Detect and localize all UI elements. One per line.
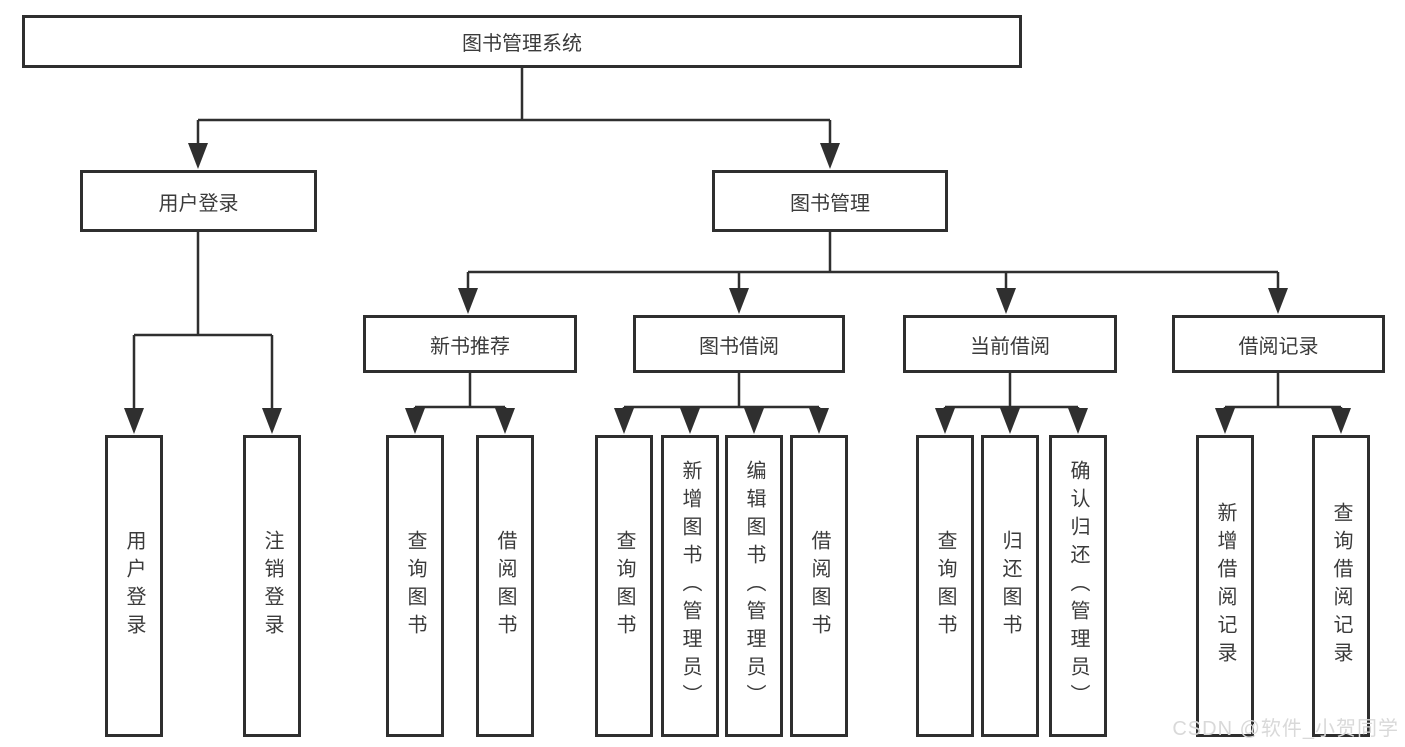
node-new-book-recommend: 新书推荐 — [363, 315, 577, 373]
leaf-user-login: 用户登录 — [105, 435, 163, 737]
leaf-edit-book-admin: 编辑图书（管理员） — [725, 435, 783, 737]
leaf-add-borrow-record: 新增借阅记录 — [1196, 435, 1254, 737]
leaf-query-books-borrowing: 查询图书 — [595, 435, 653, 737]
leaf-logout-login: 注销登录 — [243, 435, 301, 737]
node-user-login: 用户登录 — [80, 170, 317, 232]
leaf-query-books-current: 查询图书 — [916, 435, 974, 737]
leaf-add-book-admin: 新增图书（管理员） — [661, 435, 719, 737]
leaf-query-books-recommend: 查询图书 — [386, 435, 444, 737]
leaf-confirm-return-admin: 确认归还（管理员） — [1049, 435, 1107, 737]
node-library-system: 图书管理系统 — [22, 15, 1022, 68]
node-book-borrowing: 图书借阅 — [633, 315, 845, 373]
leaf-query-borrow-record: 查询借阅记录 — [1312, 435, 1370, 737]
leaf-borrow-books-recommend: 借阅图书 — [476, 435, 534, 737]
csdn-watermark: CSDN @软件_小贺同学 — [1172, 718, 1399, 740]
leaf-borrow-books-borrowing: 借阅图书 — [790, 435, 848, 737]
leaf-return-book: 归还图书 — [981, 435, 1039, 737]
node-borrow-records: 借阅记录 — [1172, 315, 1385, 373]
node-book-management: 图书管理 — [712, 170, 948, 232]
node-current-borrowing: 当前借阅 — [903, 315, 1117, 373]
